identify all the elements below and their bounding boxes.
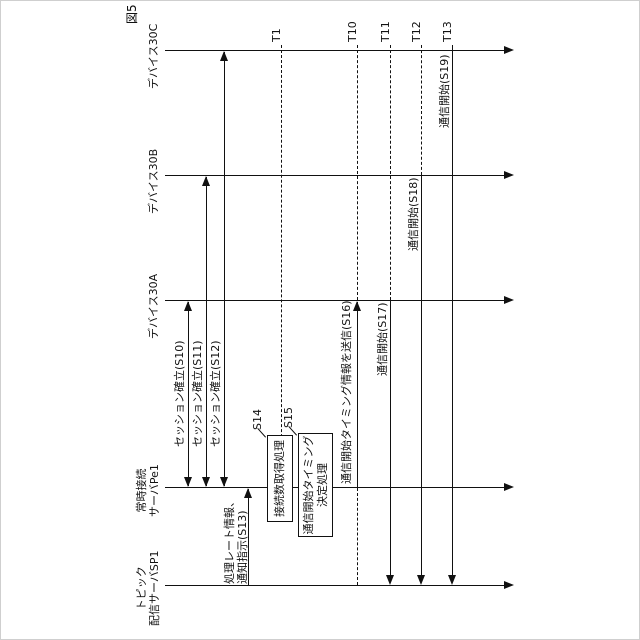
lifeline-device30B (165, 175, 505, 176)
timeline-line-t11 (390, 45, 391, 300)
lifeline-device30C (165, 50, 505, 51)
message-label-s10: セッション確立(S10) (173, 340, 186, 447)
arrow-message-s17-head-icon (386, 575, 394, 585)
arrow-session-s11 (206, 177, 207, 486)
timeline-label-t12: T12 (410, 21, 423, 42)
lifeline-server-sp1-arrowhead-icon (504, 581, 514, 589)
arrow-message-s18 (421, 175, 422, 575)
arrow-message-s13-head-icon (244, 488, 252, 498)
lifeline-server-pe1-arrowhead-icon (504, 483, 514, 491)
figure-caption: 図5 (125, 4, 139, 24)
process-box-s15: 通信開始タイミング 決定処理 (298, 433, 333, 537)
participant-label-server-sp1: トピック 配信サーバSP1 (135, 550, 161, 626)
message-label-s11: セッション確立(S11) (191, 340, 204, 447)
arrow-session-s11-head-up-icon (202, 176, 210, 186)
arrow-message-s16 (357, 302, 358, 487)
lifeline-device30C-arrowhead-icon (504, 46, 514, 54)
message-label-s12: セッション確立(S12) (209, 340, 222, 447)
arrow-session-s10 (188, 302, 189, 486)
timeline-line-t10-upper (357, 45, 358, 300)
message-label-s19: 通信開始(S19) (438, 54, 451, 128)
arrow-session-s11-head-down-icon (202, 477, 210, 487)
participant-label-device30A: デバイス30A (147, 273, 160, 339)
message-label-s17: 通信開始(S17) (376, 302, 389, 376)
arrow-message-s19-head-icon (448, 575, 456, 585)
timeline-label-t11: T11 (379, 21, 392, 42)
timeline-label-t13: T13 (441, 21, 454, 42)
timeline-label-t10: T10 (346, 21, 359, 42)
timeline-line-t12 (421, 45, 422, 175)
lifeline-device30A (165, 300, 505, 301)
message-label-s13: 処理レート情報、 通知指示(S13) (223, 496, 249, 584)
participant-label-device30B: デバイス30B (147, 148, 160, 214)
arrow-session-s10-head-up-icon (184, 301, 192, 311)
arrow-message-s13 (248, 489, 249, 585)
lifeline-device30A-arrowhead-icon (504, 296, 514, 304)
arrow-session-s10-head-down-icon (184, 477, 192, 487)
arrow-session-s12-head-up-icon (220, 51, 228, 61)
lifeline-device30B-arrowhead-icon (504, 171, 514, 179)
arrow-message-s18-head-icon (417, 575, 425, 585)
lifeline-server-pe1 (165, 487, 505, 488)
participant-label-server-pe1: 常時接続 サーバPe1 (135, 464, 161, 517)
lifeline-server-sp1 (165, 585, 505, 586)
arrow-session-s12 (224, 52, 225, 486)
timeline-label-t1: T1 (270, 28, 283, 42)
arrow-message-s16-head-icon (353, 301, 361, 311)
message-label-s18: 通信開始(S18) (407, 177, 420, 251)
message-label-s16: 通信開始タイミング情報を送信(S16) (340, 300, 353, 484)
process-box-s14: 接続数取得処理 (267, 435, 293, 522)
participant-label-device30C: デバイス30C (147, 23, 160, 89)
timeline-line-t10-lower (357, 488, 358, 585)
arrow-message-s19 (452, 50, 453, 575)
timeline-line-t1 (281, 45, 282, 487)
timeline-line-t13 (452, 45, 453, 51)
arrow-message-s17 (390, 300, 391, 575)
arrow-session-s12-head-down-icon (220, 477, 228, 487)
